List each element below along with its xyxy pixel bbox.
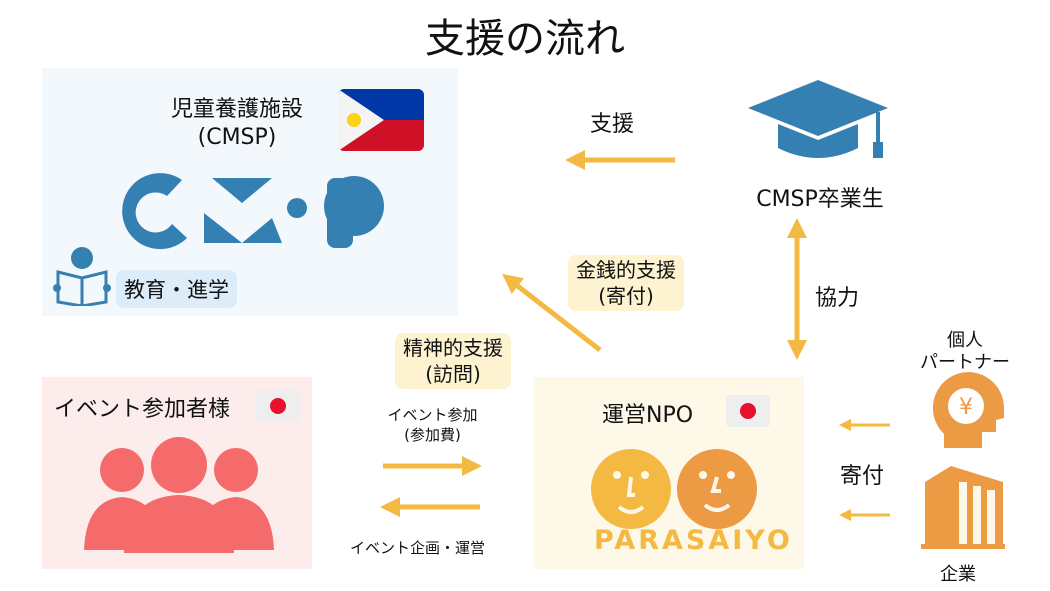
individual-partner-label: 個人 パートナー: [905, 330, 1025, 374]
parasaiyo-faces-logo: [591, 449, 757, 529]
parasaiyo-logo-text: PARASAIYO: [594, 525, 793, 556]
education-badge: 教育・進学: [116, 270, 237, 308]
cooperation-label: 協力: [815, 286, 860, 311]
company-label: 企業: [940, 564, 976, 585]
cmsp-abbr: (CMSP): [197, 125, 277, 150]
mental-support-label: 精神的支援 (訪問): [395, 333, 511, 389]
individual-donor-icon: ¥: [932, 372, 1004, 448]
reading-person-icon: [53, 247, 111, 306]
cmsp-name: 児童養護施設: [170, 97, 303, 122]
monetary-arrow: [502, 273, 602, 352]
svg-text:¥: ¥: [959, 395, 973, 420]
npo-panel: 運営NPO PARASAIYO: [534, 377, 804, 569]
individual-line2: パートナー: [920, 352, 1010, 373]
npo-logo-text: PARASAIYO: [594, 525, 793, 556]
planning-label: イベント企画・運営: [350, 539, 486, 557]
monetary-line1: 金銭的支援: [576, 258, 676, 282]
support-label: 支援: [590, 112, 635, 137]
graduates-label: CMSP卒業生: [756, 187, 884, 212]
cmsp-panel: 児童養護施設 (CMSP) 教育・進学: [42, 68, 458, 316]
monetary-line2: (寄付): [598, 284, 654, 308]
graduation-cap-icon: [748, 80, 888, 158]
philippines-flag-icon: [338, 89, 424, 151]
individual-line1: 個人: [947, 330, 983, 351]
monetary-support-label: 金銭的支援 (寄付): [568, 255, 684, 311]
participation-line1: イベント参加: [387, 406, 478, 424]
mental-line2: (訪問): [425, 362, 481, 386]
company-building-icon: [921, 466, 1005, 549]
event-participants-label: イベント参加者様: [54, 397, 231, 422]
japan-flag-icon: [726, 395, 770, 427]
cmsp-logo: [122, 173, 384, 250]
japan-flag-icon: [256, 390, 300, 422]
donation-label: 寄付: [840, 464, 885, 489]
participation-line2: (参加費): [404, 426, 461, 444]
page-title: 支援の流れ: [425, 16, 625, 62]
npo-label: 運営NPO: [602, 403, 694, 428]
participation-label: イベント参加 (参加費): [360, 405, 505, 445]
event-participants-panel: イベント参加者様: [42, 377, 312, 569]
cmsp-heading: 児童養護施設 (CMSP): [142, 96, 332, 152]
people-group-icon: [84, 437, 274, 553]
mental-line1: 精神的支援: [403, 336, 503, 360]
